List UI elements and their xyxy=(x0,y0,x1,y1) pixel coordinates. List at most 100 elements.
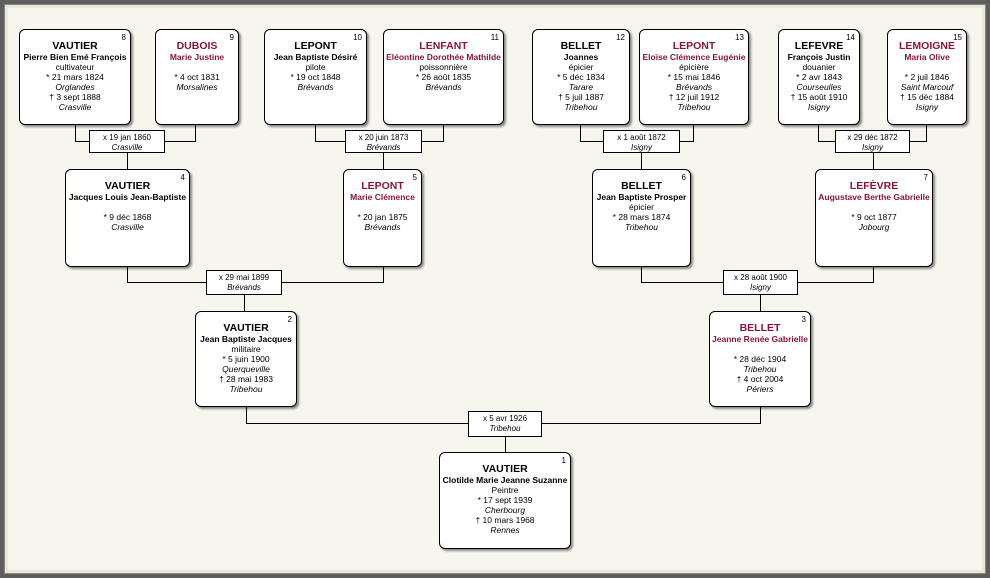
person-surname: BELLET xyxy=(560,40,602,52)
connector-line xyxy=(195,125,196,142)
marriage-place: Tribehou xyxy=(489,424,521,433)
person-given-names: Marie Justine xyxy=(169,52,225,62)
connector-line xyxy=(244,295,245,311)
person-given-names: Clotilde Marie Jeanne Suzanne xyxy=(442,475,568,485)
person-detail: épicier xyxy=(568,62,594,72)
sosa-number: 13 xyxy=(735,33,744,42)
connector-line xyxy=(246,407,247,424)
connector-line xyxy=(505,437,506,452)
person-place: Tribehou xyxy=(677,102,711,112)
person-surname: BELLET xyxy=(739,322,781,334)
person-detail: épicière xyxy=(679,62,709,72)
sosa-number: 8 xyxy=(121,33,126,42)
connector-line xyxy=(760,407,761,424)
person-given-names: Jacques Louis Jean-Baptiste xyxy=(68,192,187,202)
person-detail: * 21 mars 1824 xyxy=(46,72,104,82)
person-detail xyxy=(888,62,966,72)
sosa-number: 14 xyxy=(846,33,855,42)
person-detail: † 5 juil 1887 xyxy=(558,92,604,102)
person-given-names: Joannes xyxy=(563,52,599,62)
person-given-names: Augustave Berthe Gabrielle xyxy=(818,192,930,202)
person-detail: * 9 oct 1877 xyxy=(851,212,897,222)
person-given-names: Pierre Bien Emé François xyxy=(23,52,127,62)
marriage-date: x 5 avr 1926 xyxy=(482,414,528,423)
person-place: Brévands xyxy=(364,222,401,232)
person-surname: VAUTIER xyxy=(223,322,269,334)
person-place: Périers xyxy=(746,384,774,394)
person-place: Crasville xyxy=(58,102,92,112)
person-place: Tribehou xyxy=(625,222,658,232)
sosa-number: 7 xyxy=(923,173,928,182)
sosa-number: 1 xyxy=(561,456,566,465)
sosa-number: 5 xyxy=(412,173,417,182)
person-detail: * 4 oct 1831 xyxy=(174,72,220,82)
connector-line xyxy=(818,125,819,142)
sosa-number: 12 xyxy=(616,33,625,42)
person-given-names: Eloïse Clémence Eugénie xyxy=(642,52,746,62)
person-detail xyxy=(344,202,421,212)
marriage-place: Isigny xyxy=(862,143,883,152)
sosa-number: 6 xyxy=(681,173,686,182)
person-detail xyxy=(66,202,189,212)
person-place: Tarare xyxy=(568,82,594,92)
person-place: Courseulles xyxy=(796,82,842,92)
person-detail: * 28 mars 1874 xyxy=(612,212,671,222)
person-detail xyxy=(816,202,932,212)
person-surname: LEFEVRE xyxy=(794,40,844,52)
connector-line xyxy=(873,153,874,169)
sosa-number: 2 xyxy=(287,315,292,324)
connector-line xyxy=(383,153,384,169)
person-detail: * 2 avr 1843 xyxy=(796,72,842,82)
person-given-names: Jean Baptiste Jacques xyxy=(200,334,292,344)
person-detail: * 28 déc 1904 xyxy=(733,354,787,364)
person-surname: LEPONT xyxy=(672,40,716,52)
person-surname: LEMOIGNE xyxy=(898,40,955,52)
person-detail: * 19 oct 1848 xyxy=(290,72,341,82)
connector-line xyxy=(760,295,761,311)
marriage-place: Isigny xyxy=(631,143,652,152)
connector-line xyxy=(873,267,874,283)
person-given-names: Jeanne Renée Gabrielle xyxy=(712,334,808,344)
person-detail: * 9 déc 1868 xyxy=(103,212,152,222)
person-detail: * 2 juil 1846 xyxy=(904,72,950,82)
person-surname: VAUTIER xyxy=(104,180,151,192)
person-detail: douanier xyxy=(802,62,836,72)
person-detail: † 10 mars 1968 xyxy=(475,515,535,525)
marriage-date: x 19 jan 1860 xyxy=(102,133,152,142)
person-place: Saint Marcouf xyxy=(900,82,954,92)
sosa-number: 9 xyxy=(229,33,234,42)
connector-line xyxy=(315,125,316,142)
connector-line xyxy=(693,125,694,142)
person-place: Brévands xyxy=(297,82,334,92)
person-detail: * 15 mai 1846 xyxy=(667,72,721,82)
sosa-number: 11 xyxy=(490,33,499,42)
person-place: Brévands xyxy=(425,82,462,92)
connector-line xyxy=(926,125,927,142)
connector-line xyxy=(641,153,642,169)
person-place: Isigny xyxy=(807,102,831,112)
person-detail: † 15 août 1910 xyxy=(790,92,848,102)
marriage-place: Brévands xyxy=(227,283,261,292)
marriage-place: Brévands xyxy=(366,143,401,152)
person-detail: épicier xyxy=(628,202,655,212)
person-place: Rennes xyxy=(490,525,520,535)
person-detail: † 12 juil 1912 xyxy=(668,92,720,102)
